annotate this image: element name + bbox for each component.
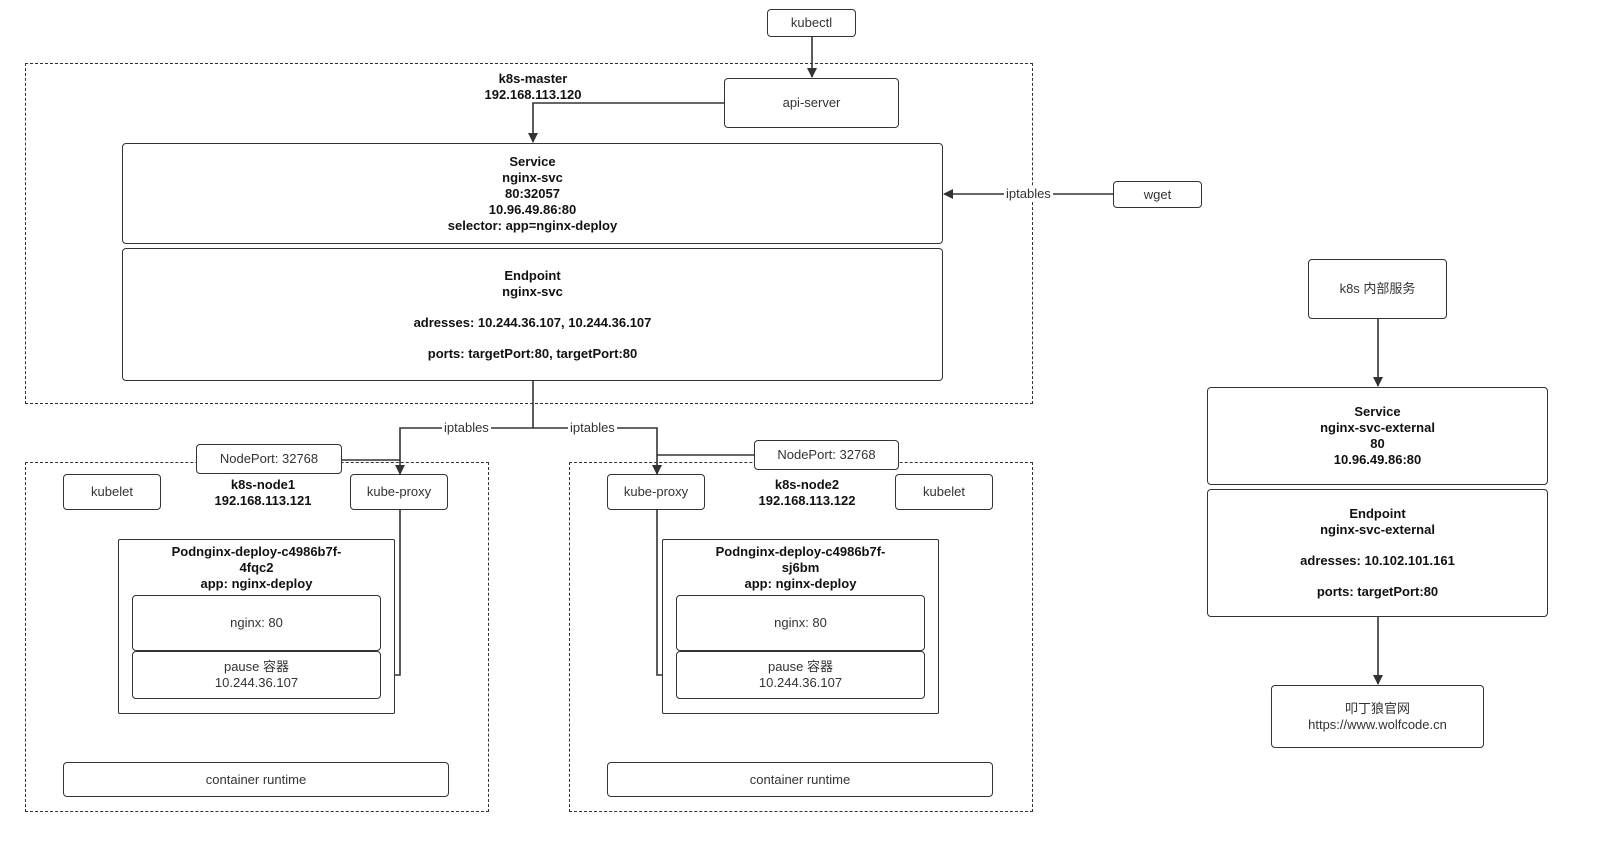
- endpoint-line: nginx-svc: [502, 283, 563, 299]
- wget-label: wget: [1143, 186, 1172, 202]
- api-server-label: api-server: [782, 95, 841, 110]
- node2-container-runtime: container runtime: [607, 762, 993, 797]
- pod-line: Podnginx-deploy-c4986b7f-: [715, 544, 886, 559]
- nodeport-label: NodePort: 32768: [219, 451, 319, 466]
- node2-title-text: k8s-node2: [774, 477, 840, 492]
- internal-service-box: k8s 内部服务: [1308, 259, 1447, 319]
- pause-line: 10.244.36.107: [758, 675, 843, 690]
- pod-line: Podnginx-deploy-c4986b7f-: [171, 544, 342, 559]
- website-name: 叩丁狼官网: [1344, 700, 1410, 716]
- nodeport-label: NodePort: 32768: [777, 447, 876, 462]
- node1-kube-proxy-box: kube-proxy: [350, 474, 448, 510]
- service-nginx-svc-external: Service nginx-svc-external 80 10.96.49.8…: [1207, 387, 1548, 485]
- node1-container-runtime: container runtime: [63, 762, 449, 797]
- pause-line: pause 容器: [223, 659, 290, 674]
- master-title-text: k8s-master: [498, 71, 568, 86]
- pod-line: app: nginx-deploy: [744, 576, 857, 591]
- pod-line: sj6bm: [781, 560, 820, 575]
- website-url: https://www.wolfcode.cn: [1308, 716, 1447, 732]
- node1-nginx-container: nginx: 80: [132, 595, 381, 651]
- service-line: nginx-svc-external: [1320, 420, 1435, 435]
- service-line: Service: [509, 153, 556, 169]
- service-nginx-svc: Service nginx-svc 80:32057 10.96.49.86:8…: [122, 143, 943, 244]
- node1-pause-container: pause 容器 10.244.36.107: [132, 651, 381, 699]
- k8s-node1-title: k8s-node1 192.168.113.121: [163, 477, 363, 509]
- node2-kube-proxy-box: kube-proxy: [607, 474, 705, 510]
- node2-kubelet-box: kubelet: [895, 474, 993, 510]
- service-line: Service: [1354, 404, 1401, 419]
- node1-kubelet-box: kubelet: [63, 474, 161, 510]
- service-line: selector: app=nginx-deploy: [447, 217, 618, 233]
- endpoint-line: nginx-svc-external: [1320, 522, 1435, 537]
- endpoint-line: ports: targetPort:80, targetPort:80: [427, 345, 638, 361]
- node1-nodeport-box: NodePort: 32768: [196, 444, 342, 474]
- wget-box: wget: [1113, 181, 1202, 208]
- node1-ip-text: 192.168.113.121: [214, 493, 312, 508]
- service-line: 10.96.49.86:80: [1333, 452, 1422, 467]
- node2-nginx-container: nginx: 80: [676, 595, 925, 651]
- k8s-master-title: k8s-master 192.168.113.120: [433, 71, 633, 103]
- node1-title-text: k8s-node1: [230, 477, 296, 492]
- endpoint-line: adresses: 10.244.36.107, 10.244.36.107: [413, 314, 652, 330]
- k8s-master-container: [25, 63, 1033, 404]
- kubelet-label: kubelet: [923, 484, 965, 499]
- edge-apiserver-service: [528, 102, 724, 143]
- kube-proxy-label: kube-proxy: [366, 484, 432, 499]
- runtime-label: container runtime: [205, 771, 307, 787]
- kubelet-label: kubelet: [91, 484, 133, 499]
- wget-iptables-label: iptables: [1004, 186, 1053, 202]
- endpoint-line: adresses: 10.102.101.161: [1300, 553, 1455, 568]
- node2-nodeport-box: NodePort: 32768: [754, 440, 899, 470]
- endpoint-line: Endpoint: [1349, 506, 1406, 521]
- nginx-label: nginx: 80: [774, 615, 827, 630]
- service-line: 80: [1370, 436, 1385, 451]
- node2-iptables-label: iptables: [568, 420, 617, 436]
- service-line: nginx-svc: [502, 169, 563, 185]
- service-line: 80:32057: [505, 185, 560, 201]
- kube-proxy-label: kube-proxy: [623, 484, 689, 499]
- endpoint-line: ports: targetPort:80: [1316, 584, 1439, 599]
- master-ip-text: 192.168.113.120: [484, 87, 582, 102]
- node2-ip-text: 192.168.113.122: [758, 493, 856, 508]
- runtime-label: container runtime: [749, 771, 851, 787]
- website-box: 叩丁狼官网 https://www.wolfcode.cn: [1271, 685, 1484, 748]
- node2-pause-container: pause 容器 10.244.36.107: [676, 651, 925, 699]
- internal-service-label: k8s 内部服务: [1339, 281, 1416, 296]
- endpoint-nginx-svc-external: Endpoint nginx-svc-external adresses: 10…: [1207, 489, 1548, 617]
- pod-line: app: nginx-deploy: [200, 576, 313, 591]
- pause-line: 10.244.36.107: [214, 675, 299, 690]
- k8s-node2-title: k8s-node2 192.168.113.122: [707, 477, 907, 509]
- kubectl-box: kubectl: [767, 9, 856, 37]
- service-line: 10.96.49.86:80: [488, 201, 577, 217]
- endpoint-line: Endpoint: [504, 267, 561, 283]
- kubectl-label: kubectl: [790, 15, 833, 30]
- endpoint-nginx-svc: Endpoint nginx-svc adresses: 10.244.36.1…: [122, 248, 943, 381]
- nginx-label: nginx: 80: [230, 615, 283, 630]
- pause-line: pause 容器: [767, 659, 834, 674]
- pod-line: 4fqc2: [239, 560, 274, 575]
- api-server-box: api-server: [724, 78, 899, 128]
- node1-iptables-label: iptables: [442, 420, 491, 436]
